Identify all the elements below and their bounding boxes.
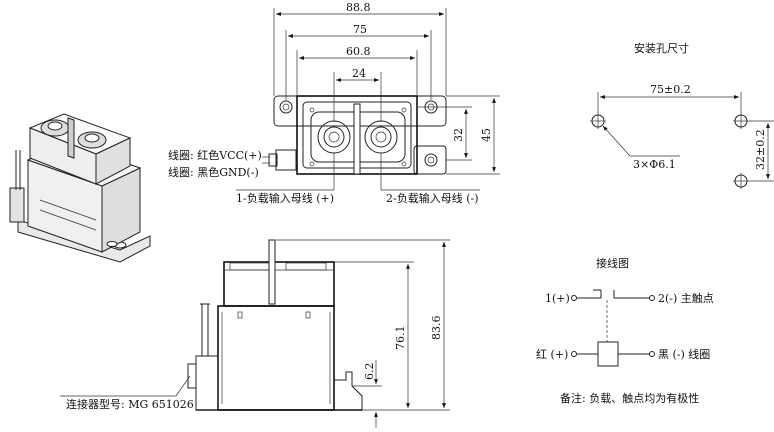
dim-mount-span: 75 [353,23,367,36]
isometric-relay-illustration [9,113,151,263]
wiring-title: 接线图 [596,256,629,270]
dim-body-height-side: 76.1 [394,326,407,351]
wiring-pin2: 2(-) 主触点 [658,291,714,305]
top-view [236,8,500,191]
dim-overall-height: 45 [480,128,493,142]
hole-spacing-x: 75±0.2 [650,83,691,96]
dim-total-height: 83.6 [430,316,443,341]
dim-body-width: 60.8 [346,45,371,58]
wiring-pin1: 1(+) [545,292,570,305]
mounting-title: 安装孔尺寸 [634,41,689,55]
dim-terminal-pitch: 24 [352,67,366,80]
wiring-note: 备注: 负载、触点均为有极性 [560,391,699,405]
terminal2-label: 2-负载输入母线 (-) [386,191,479,205]
mounting-hole-diagram [590,92,774,189]
dim-flange-height: 6.2 [363,363,376,381]
dim-overall-width: 88.8 [346,1,371,14]
coil-label-black: 线圈: 黑色GND(-) [168,165,259,179]
wiring-coil-red: 红 (+) [536,348,568,361]
hole-spacing-y: 32±0.2 [754,129,767,170]
wiring-diagram [571,289,655,367]
dim-body-height: 32 [452,128,465,142]
hole-callout: 3×Φ6.1 [633,158,676,171]
terminal1-label: 1-负载输入母线 (+) [236,191,334,205]
wiring-coil-black: 黑 (-) 线圈 [658,347,710,361]
side-view [60,239,450,428]
connector-model-label: 连接器型号: MG 651026 [66,397,194,411]
coil-label-red: 线圈: 红色VCC(+) [168,148,262,162]
